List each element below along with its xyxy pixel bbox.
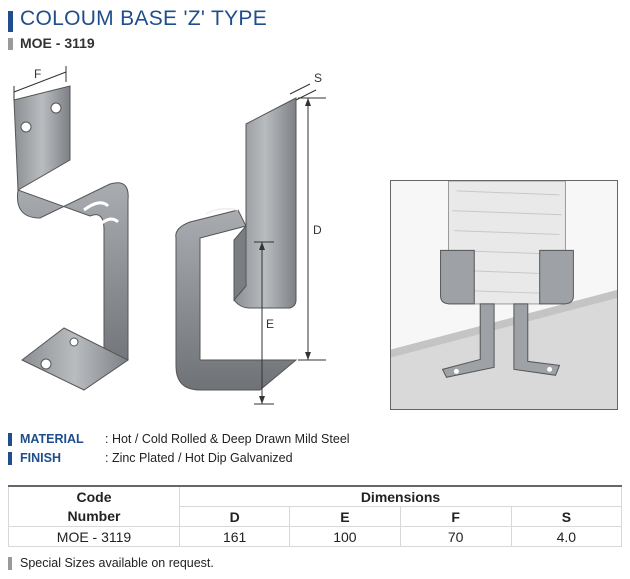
page-title: COLOUM BASE 'Z' TYPE — [20, 7, 268, 30]
footnote: Special Sizes available on request. — [20, 556, 214, 570]
spec-accent-bar — [8, 452, 12, 465]
code-header-line2: Number — [8, 506, 180, 527]
product-code: MOE - 3119 — [20, 35, 95, 51]
subtitle-accent-bar — [8, 38, 13, 50]
column-header-f: F — [399, 506, 512, 527]
column-header-e: E — [289, 506, 401, 527]
dimensions-header: Dimensions — [179, 485, 622, 507]
cell-d: 161 — [178, 526, 291, 547]
table-row: MOE - 3119 161 100 70 4.0 — [8, 526, 623, 547]
title-accent-bar — [8, 11, 13, 32]
finish-value: : Zinc Plated / Hot Dip Galvanized — [105, 451, 293, 465]
code-header: Code — [8, 485, 180, 507]
note-accent-bar — [8, 557, 12, 570]
left-bracket — [13, 85, 129, 391]
label-s: S — [314, 71, 322, 85]
label-d: D — [313, 223, 322, 237]
material-value: : Hot / Cold Rolled & Deep Drawn Mild St… — [105, 432, 350, 446]
cell-e: 100 — [289, 526, 401, 547]
installation-illustration — [390, 180, 618, 410]
cell-code: MOE - 3119 — [8, 526, 180, 547]
dimension-f: F — [13, 66, 67, 100]
label-f: F — [34, 67, 41, 81]
cell-s: 4.0 — [510, 526, 623, 547]
cell-f: 70 — [399, 526, 512, 547]
label-e: E — [266, 317, 274, 331]
finish-label: FINISH — [20, 451, 61, 465]
column-header-d: D — [178, 506, 291, 527]
column-header-s: S — [510, 506, 623, 527]
dimension-d: D — [298, 97, 326, 361]
bracket-drawing: F S D E — [13, 66, 326, 405]
spec-accent-bar — [8, 433, 12, 446]
right-bracket — [175, 97, 298, 391]
material-label: MATERIAL — [20, 432, 84, 446]
dimensions-table: Code Dimensions Number D E F S MOE - 311… — [8, 485, 623, 547]
dimension-e: E — [254, 241, 274, 405]
dimension-s: S — [289, 71, 322, 101]
